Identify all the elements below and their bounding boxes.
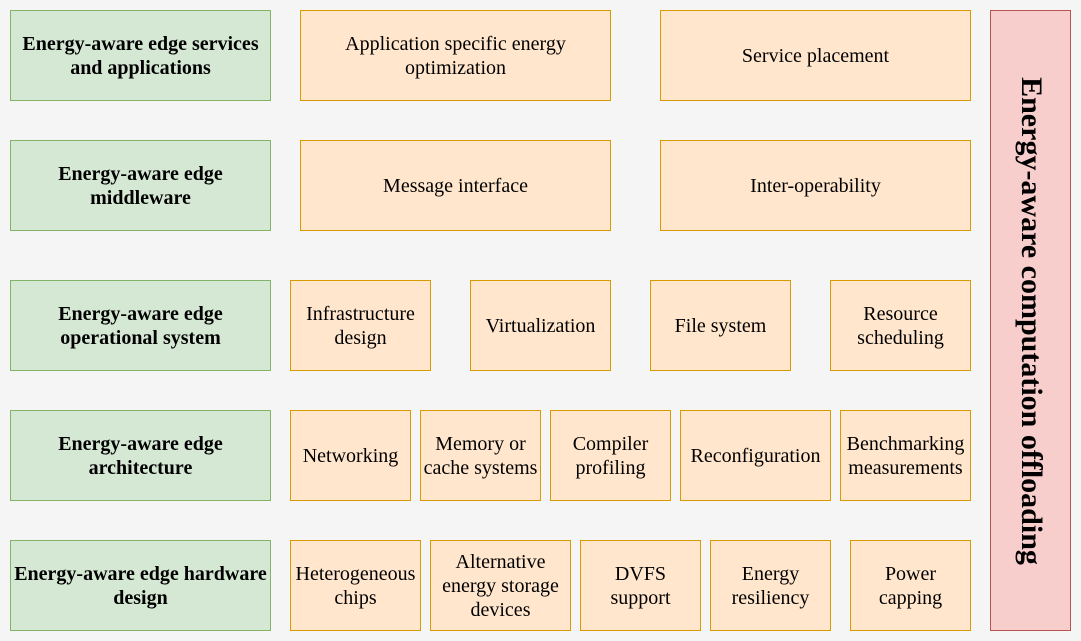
layer-hardware-design: Energy-aware edge hardware design (10, 540, 271, 631)
item-memory-or-cache-systems: Memory or cache systems (420, 410, 541, 501)
item-virtualization: Virtualization (470, 280, 611, 371)
item-networking: Networking (290, 410, 411, 501)
item-infrastructure-design: Infrastructure design (290, 280, 431, 371)
item-service-placement: Service placement (660, 10, 971, 101)
item-inter-operability: Inter-operability (660, 140, 971, 231)
item-reconfiguration: Reconfiguration (680, 410, 831, 501)
item-heterogeneous-chips: Heterogeneous chips (290, 540, 421, 631)
item-power-capping: Power capping (850, 540, 971, 631)
layer-services-and-applications: Energy-aware edge services and applicati… (10, 10, 271, 101)
item-compiler-profiling: Compiler profiling (550, 410, 671, 501)
item-energy-resiliency: Energy resiliency (710, 540, 831, 631)
item-file-system: File system (650, 280, 791, 371)
item-application-specific-energy-optimization: Application specific energy optimization (300, 10, 611, 101)
item-dvfs-support: DVFS support (580, 540, 701, 631)
item-resource-scheduling: Resource scheduling (830, 280, 971, 371)
computation-offloading-label: Energy-aware computation offloading (1014, 76, 1048, 565)
item-alternative-energy-storage-devices: Alternative energy storage devices (430, 540, 571, 631)
layer-operational-system: Energy-aware edge operational system (10, 280, 271, 371)
layer-architecture: Energy-aware edge architecture (10, 410, 271, 501)
item-benchmarking-measurements: Benchmarking measurements (840, 410, 971, 501)
layer-middleware: Energy-aware edge middleware (10, 140, 271, 231)
computation-offloading-bar: Energy-aware computation offloading (990, 10, 1071, 631)
item-message-interface: Message interface (300, 140, 611, 231)
